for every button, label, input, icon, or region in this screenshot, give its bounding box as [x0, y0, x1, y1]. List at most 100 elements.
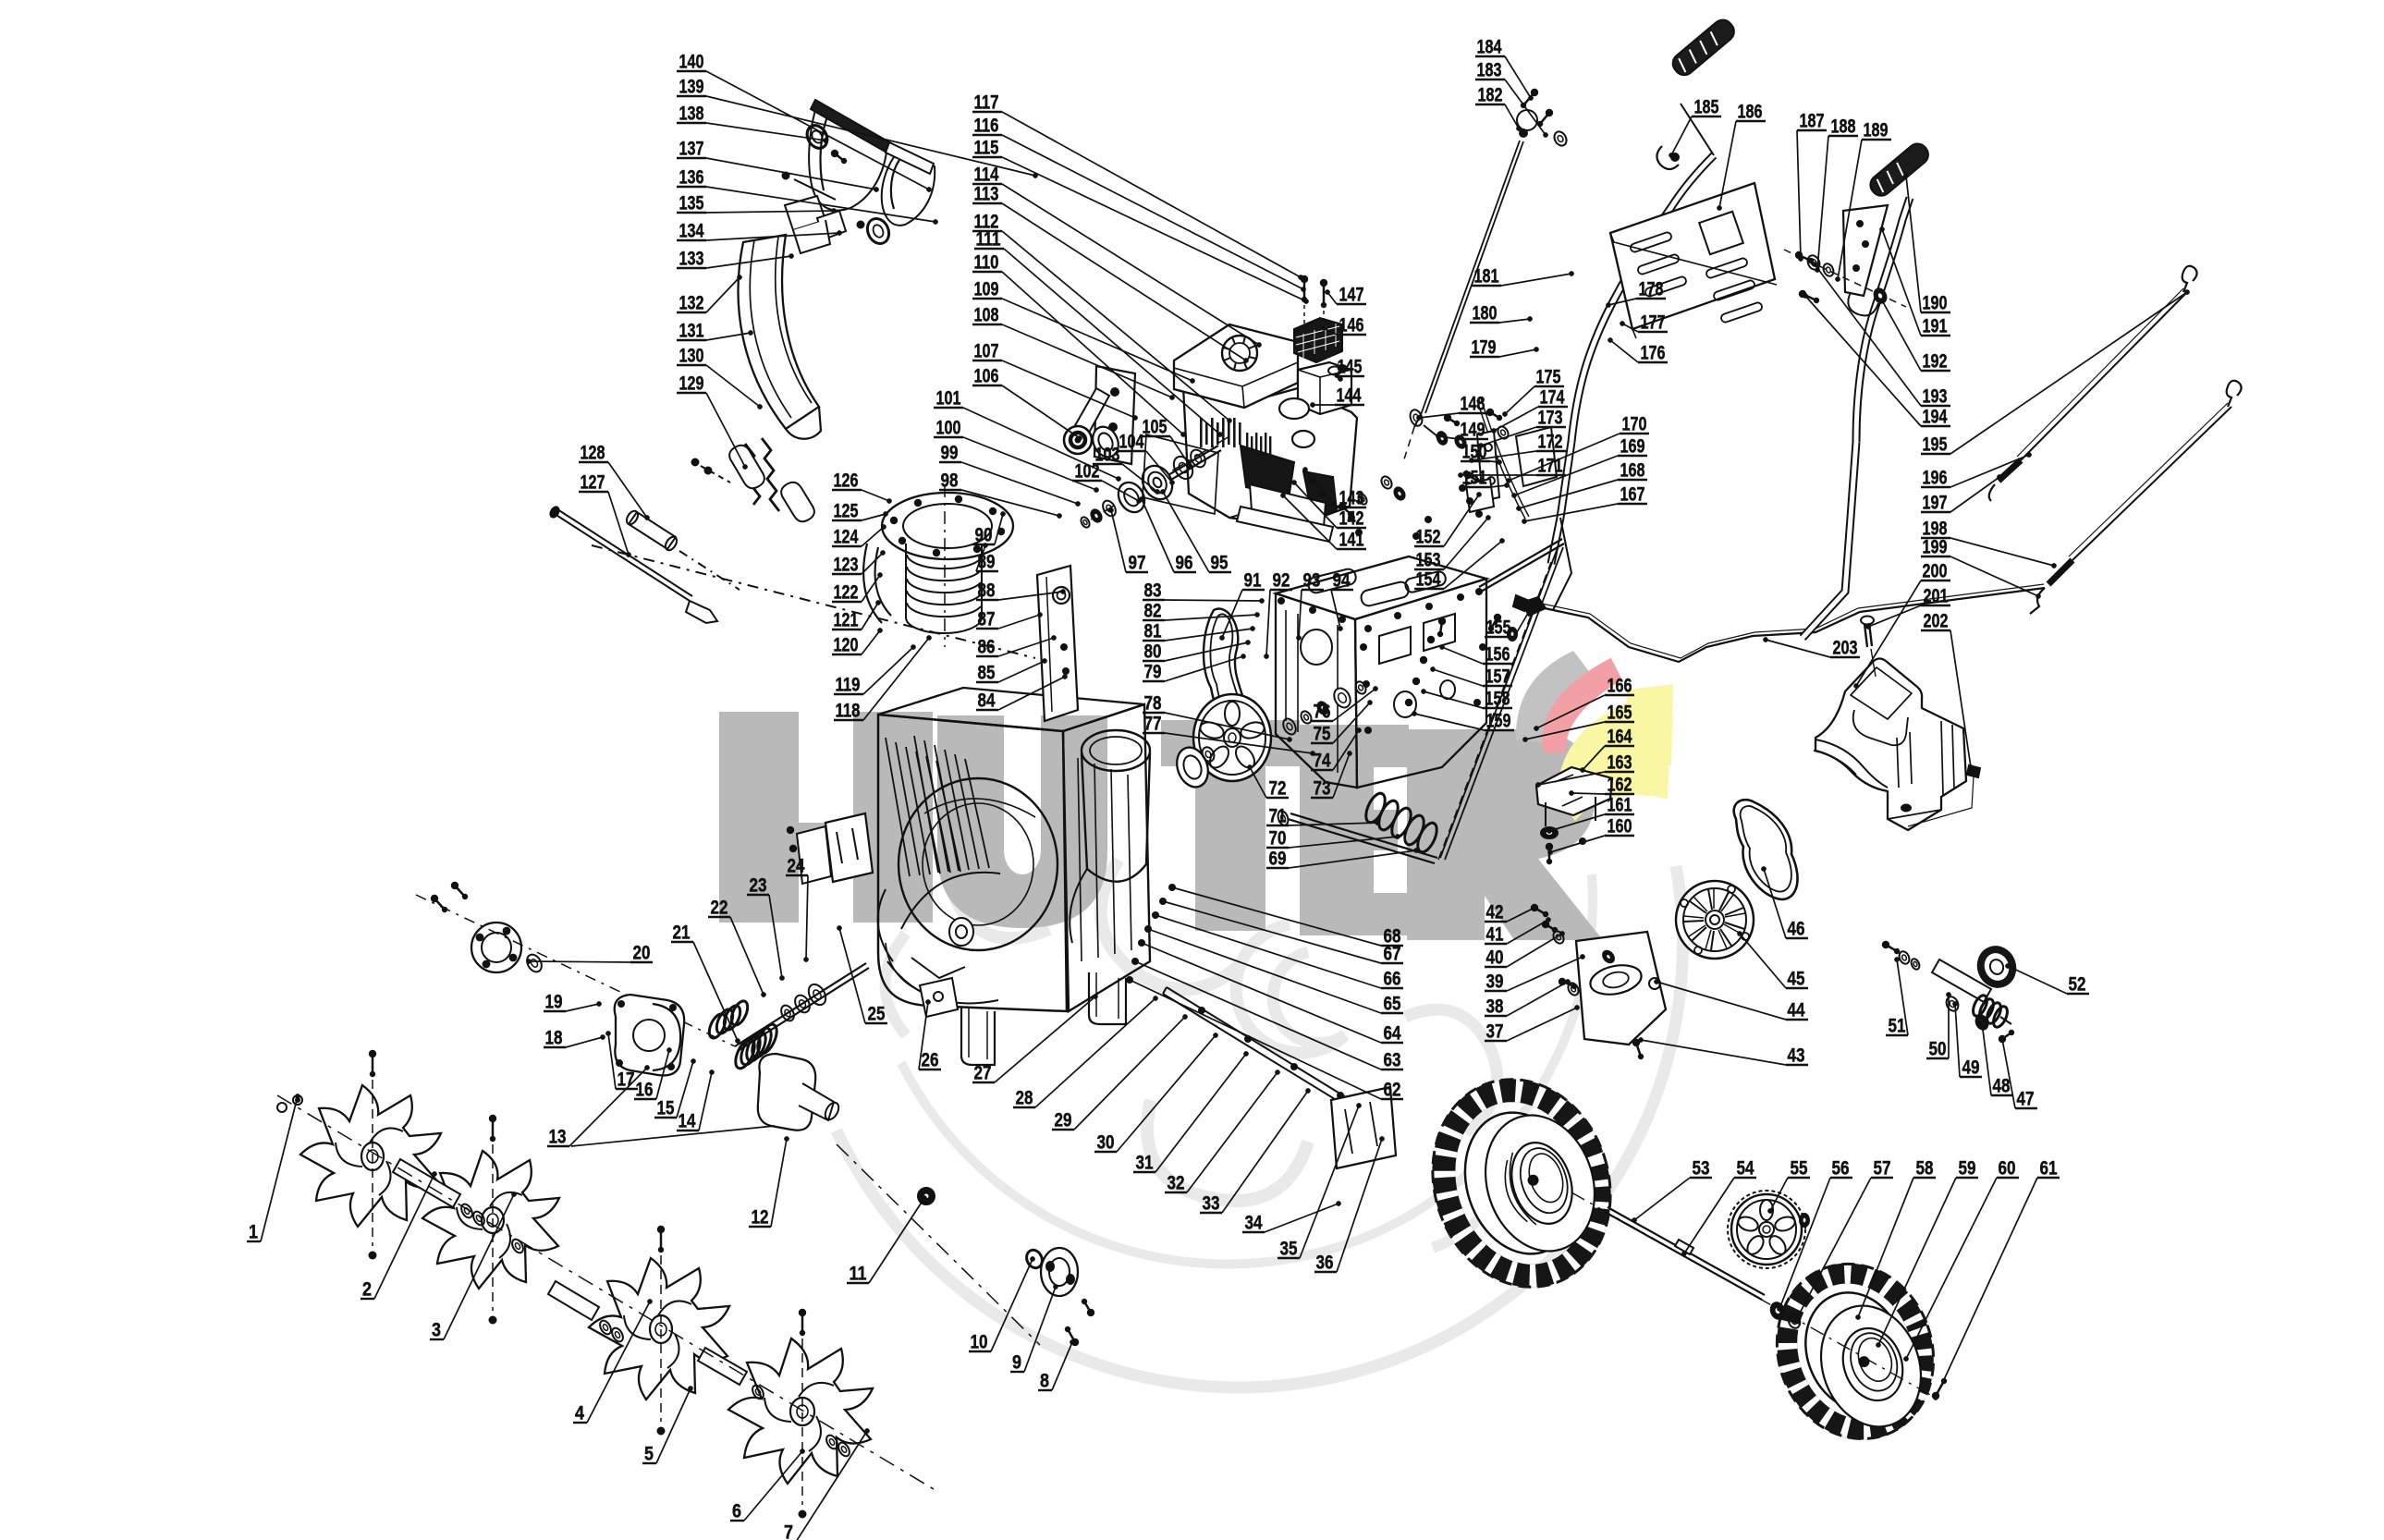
svg-text:4: 4	[575, 1403, 584, 1424]
svg-text:158: 158	[1485, 689, 1510, 710]
svg-text:18: 18	[545, 1028, 563, 1049]
svg-text:177: 177	[1641, 312, 1666, 334]
svg-text:142: 142	[1339, 508, 1364, 530]
svg-text:119: 119	[836, 675, 861, 696]
svg-text:196: 196	[1923, 468, 1948, 489]
svg-text:46: 46	[1788, 919, 1805, 940]
svg-text:76: 76	[1314, 702, 1331, 723]
svg-text:21: 21	[673, 923, 691, 944]
svg-text:110: 110	[974, 252, 999, 274]
svg-text:86: 86	[978, 637, 996, 658]
svg-text:41: 41	[1486, 924, 1504, 946]
svg-text:126: 126	[834, 471, 859, 492]
svg-text:33: 33	[1203, 1193, 1220, 1215]
svg-text:175: 175	[1536, 367, 1561, 388]
svg-text:16: 16	[636, 1080, 654, 1101]
svg-text:65: 65	[1384, 994, 1401, 1015]
svg-text:118: 118	[836, 701, 861, 722]
svg-text:81: 81	[1144, 621, 1162, 642]
svg-text:105: 105	[1143, 417, 1168, 438]
svg-text:1: 1	[249, 1222, 258, 1243]
svg-text:138: 138	[679, 104, 704, 125]
svg-text:15: 15	[657, 1098, 675, 1119]
svg-text:172: 172	[1538, 432, 1563, 453]
svg-text:162: 162	[1608, 775, 1632, 796]
svg-text:135: 135	[679, 193, 704, 214]
svg-text:156: 156	[1485, 644, 1510, 666]
svg-text:88: 88	[978, 581, 996, 602]
svg-text:148: 148	[1461, 394, 1485, 415]
svg-text:115: 115	[974, 138, 999, 159]
svg-text:91: 91	[1244, 570, 1262, 592]
svg-text:22: 22	[711, 898, 728, 919]
svg-text:173: 173	[1538, 408, 1563, 429]
svg-text:182: 182	[1478, 85, 1503, 106]
svg-text:116: 116	[974, 116, 999, 137]
svg-text:59: 59	[1959, 1158, 1976, 1179]
svg-text:137: 137	[679, 139, 704, 160]
svg-text:145: 145	[1338, 357, 1363, 378]
svg-text:184: 184	[1477, 37, 1502, 58]
svg-text:181: 181	[1474, 266, 1499, 287]
svg-text:125: 125	[834, 501, 859, 522]
svg-text:73: 73	[1314, 778, 1331, 800]
svg-text:75: 75	[1314, 724, 1331, 745]
svg-text:38: 38	[1486, 996, 1504, 1018]
svg-text:24: 24	[788, 856, 805, 877]
svg-text:159: 159	[1486, 711, 1511, 732]
svg-text:94: 94	[1333, 570, 1351, 592]
svg-text:167: 167	[1620, 484, 1645, 506]
svg-text:194: 194	[1923, 407, 1948, 428]
svg-text:166: 166	[1608, 676, 1632, 697]
svg-text:64: 64	[1384, 1023, 1401, 1045]
svg-text:60: 60	[1999, 1158, 2016, 1179]
svg-text:111: 111	[976, 229, 1001, 251]
svg-text:66: 66	[1384, 969, 1401, 990]
svg-text:90: 90	[975, 525, 993, 546]
svg-text:47: 47	[2017, 1089, 2035, 1110]
svg-text:168: 168	[1620, 460, 1645, 482]
svg-text:185: 185	[1694, 97, 1719, 118]
svg-text:134: 134	[679, 221, 704, 242]
svg-text:161: 161	[1608, 795, 1632, 816]
svg-text:27: 27	[974, 1063, 992, 1084]
svg-text:95: 95	[1211, 553, 1229, 574]
svg-text:178: 178	[1639, 279, 1664, 300]
svg-text:132: 132	[679, 293, 704, 314]
svg-text:63: 63	[1384, 1050, 1401, 1071]
svg-text:28: 28	[1016, 1088, 1033, 1109]
svg-text:96: 96	[1176, 553, 1193, 574]
svg-text:143: 143	[1339, 488, 1364, 509]
svg-text:122: 122	[834, 582, 859, 604]
svg-text:99: 99	[941, 443, 959, 464]
svg-text:71: 71	[1269, 806, 1287, 827]
svg-text:139: 139	[679, 77, 704, 98]
svg-text:68: 68	[1384, 926, 1401, 947]
svg-text:103: 103	[1095, 445, 1120, 466]
svg-text:69: 69	[1269, 849, 1287, 870]
svg-text:128: 128	[581, 443, 605, 464]
svg-text:190: 190	[1923, 293, 1948, 314]
svg-text:113: 113	[974, 184, 999, 205]
svg-text:153: 153	[1416, 550, 1441, 571]
svg-text:54: 54	[1737, 1158, 1754, 1179]
svg-text:106: 106	[974, 366, 999, 387]
svg-text:201: 201	[1924, 586, 1949, 607]
svg-text:144: 144	[1337, 385, 1362, 407]
svg-text:10: 10	[971, 1332, 988, 1353]
svg-text:200: 200	[1923, 561, 1948, 582]
svg-text:8: 8	[1040, 1371, 1049, 1392]
svg-text:56: 56	[1832, 1158, 1850, 1179]
svg-text:197: 197	[1923, 493, 1948, 514]
svg-text:31: 31	[1136, 1153, 1154, 1174]
svg-text:114: 114	[974, 165, 999, 186]
svg-text:193: 193	[1923, 386, 1948, 408]
svg-text:5: 5	[644, 1444, 654, 1465]
svg-text:157: 157	[1485, 666, 1510, 688]
svg-text:140: 140	[679, 52, 704, 73]
svg-text:92: 92	[1273, 570, 1290, 592]
svg-text:169: 169	[1620, 436, 1645, 458]
svg-text:202: 202	[1924, 611, 1949, 632]
svg-text:183: 183	[1477, 60, 1502, 81]
svg-text:176: 176	[1641, 343, 1666, 364]
